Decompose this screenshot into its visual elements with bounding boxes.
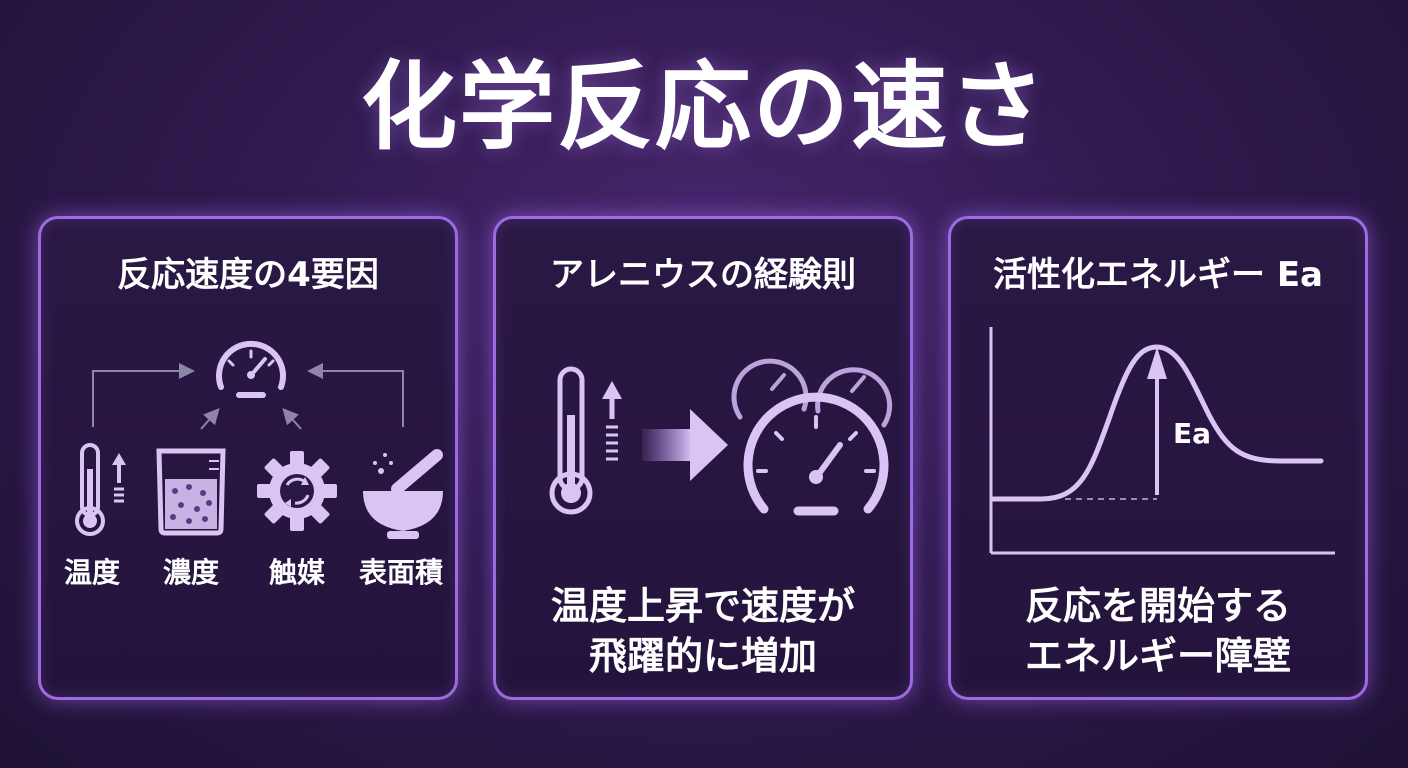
factor-label-temperature: 温度 bbox=[63, 556, 120, 589]
thermometer-icon bbox=[549, 366, 622, 515]
small-speedometer-icon bbox=[731, 358, 809, 420]
caption-arrhenius-line2: 飛躍的に増加 bbox=[588, 634, 817, 678]
factor-label-concentration: 濃度 bbox=[162, 556, 219, 589]
ea-arrow-icon bbox=[1147, 347, 1167, 495]
energy-axes bbox=[989, 327, 1335, 555]
arrow-right-icon bbox=[642, 409, 728, 481]
panel-arrhenius: アレニウスの経験則 bbox=[493, 216, 913, 700]
energy-curve bbox=[990, 344, 1324, 502]
factor-label-surface-area: 表面積 bbox=[358, 556, 443, 589]
panel-activation-energy: 活性化エネルギー Ea Ea 反応を開始する エネルギー障壁 bbox=[948, 216, 1368, 700]
beaker-icon bbox=[156, 448, 226, 536]
factors-diagram bbox=[75, 340, 443, 539]
energy-curve-icon bbox=[989, 327, 1335, 555]
connector-arrows bbox=[92, 363, 404, 430]
panel-title-activation-energy: 活性化エネルギー Ea bbox=[992, 255, 1323, 295]
factor-label-catalyst: 触媒 bbox=[268, 556, 325, 589]
arrhenius-diagram bbox=[549, 358, 893, 516]
panel-title-arrhenius: アレニウスの経験則 bbox=[550, 255, 856, 295]
small-speedometer-icon bbox=[815, 367, 893, 428]
mortar-pestle-icon bbox=[363, 449, 443, 539]
caption-activation-line2: エネルギー障壁 bbox=[1024, 634, 1291, 678]
panel-factors: 反応速度の4要因 bbox=[38, 216, 458, 700]
caption-activation-line1: 反応を開始する bbox=[1024, 584, 1291, 628]
page-title: 化学反応の速さ bbox=[361, 51, 1047, 163]
ea-label: Ea bbox=[1173, 417, 1212, 450]
panel-title-factors: 反応速度の4要因 bbox=[117, 255, 379, 295]
caption-arrhenius-line1: 温度上昇で速度が bbox=[550, 584, 855, 628]
gear-icon bbox=[257, 451, 337, 531]
thermometer-icon bbox=[75, 443, 126, 536]
speedometer-icon bbox=[743, 392, 889, 516]
speedometer-icon bbox=[216, 340, 286, 398]
